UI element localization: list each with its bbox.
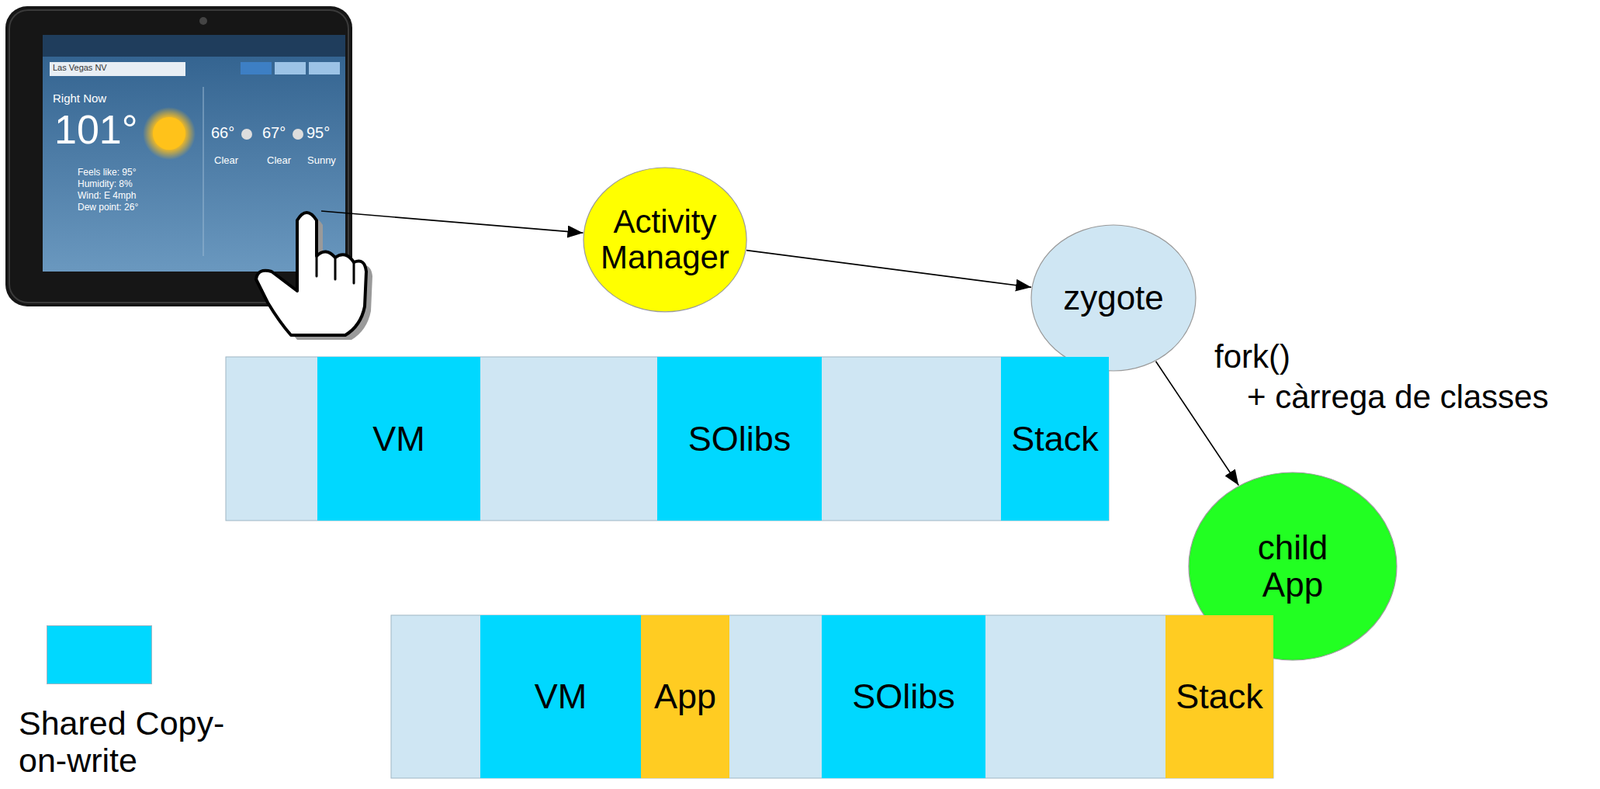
screen-text: Right Now — [52, 91, 107, 105]
flow-arrow — [746, 250, 1032, 288]
text-group: Stack — [1011, 419, 1099, 459]
text-group: child App — [1238, 529, 1348, 605]
screen-text: Wind: E 4mph — [77, 190, 136, 202]
screen-top-bar — [42, 34, 346, 57]
node-text: VM — [372, 419, 426, 459]
text-group: SOlibs — [688, 419, 792, 459]
note-label: fork() — [1214, 338, 1291, 376]
screen-text: 95° — [306, 124, 330, 142]
memory-segment: SOlibs — [657, 356, 822, 521]
text-group: Stack — [1175, 677, 1264, 717]
sun-icon-glow — [142, 107, 196, 160]
screen-text: Dew point: 26° — [77, 202, 139, 214]
text-group: VM — [372, 419, 426, 459]
memory-segment: Stack — [1000, 356, 1109, 521]
node-text: App — [654, 676, 717, 717]
node-text: SOlibs — [851, 676, 956, 717]
process-circle: zygote — [1030, 224, 1197, 372]
flow-arrow — [1156, 361, 1240, 486]
pointing-hand — [256, 212, 367, 336]
screen-text: 66° — [211, 124, 235, 142]
legend-text: Shared Copy-on-write — [18, 704, 252, 780]
screen-tab — [274, 62, 306, 75]
screen-text: Feels like: 95° — [77, 167, 137, 179]
memory-segment: VM — [480, 615, 641, 779]
manager-circle: Activity Manager — [582, 166, 748, 313]
circle-shape — [1031, 225, 1196, 371]
memory-segment: VM — [317, 356, 481, 521]
screen-text: Clear — [214, 155, 239, 167]
node-text: Stack — [1011, 419, 1099, 459]
memory-segment: Stack — [1165, 615, 1274, 779]
note-label: + càrrega de classes — [1246, 378, 1549, 416]
memory-bar — [225, 356, 1109, 521]
memory-segment: App — [640, 615, 730, 779]
screen-tab — [308, 62, 340, 75]
screen-text: Clear — [266, 155, 291, 167]
screen-divider — [203, 86, 205, 257]
memory-bar — [391, 615, 1274, 779]
node-text: child App — [1257, 528, 1329, 604]
hand-knuckles — [316, 256, 354, 284]
screen-tab — [240, 62, 272, 75]
screen-text: Sunny — [307, 155, 336, 167]
search-field — [49, 62, 186, 77]
circle-shape — [583, 167, 747, 312]
screen-text: Humidity: 8% — [77, 179, 133, 191]
moon-icon — [241, 128, 253, 140]
tablet-camera — [199, 17, 208, 25]
text-group: SOlibs — [851, 677, 956, 717]
touch-arrow — [321, 211, 583, 233]
moon-icon — [292, 128, 304, 140]
legend-swatch — [46, 625, 153, 685]
node-text: Stack — [1175, 676, 1264, 717]
node-text: Activity Manager — [600, 203, 730, 276]
screen-text: 67° — [262, 124, 286, 142]
text-group: Activity Manager — [587, 204, 743, 276]
text-group: VM — [534, 677, 588, 717]
text-group: App — [654, 677, 717, 717]
text-group: zygote — [1030, 279, 1197, 317]
screen-temperature: 101° — [54, 107, 139, 154]
screen-text: Las Vegas NV — [52, 62, 108, 73]
memory-segment: SOlibs — [821, 615, 986, 779]
node-text: SOlibs — [688, 419, 792, 459]
node-text: zygote — [1063, 278, 1164, 317]
node-text: VM — [534, 676, 588, 717]
sun-icon — [152, 117, 186, 150]
